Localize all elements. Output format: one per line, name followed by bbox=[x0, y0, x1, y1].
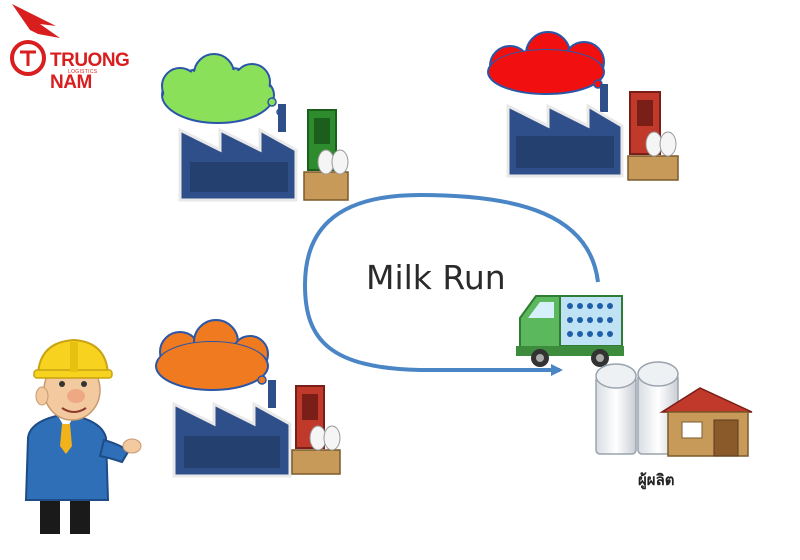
cloud-icon bbox=[155, 319, 269, 391]
brand-logo: TRUONG NAM LOGISTICS bbox=[8, 6, 158, 93]
diagram-title: Milk Run bbox=[366, 258, 506, 297]
worker-character-icon bbox=[24, 338, 142, 534]
brand-tagline: LOGISTICS bbox=[68, 69, 98, 75]
brand-name: TRUONG NAM bbox=[50, 50, 130, 93]
milk-truck-icon bbox=[516, 295, 624, 367]
milk-door-icon bbox=[303, 109, 349, 201]
house-icon bbox=[659, 387, 753, 457]
producer-plant bbox=[595, 361, 753, 457]
factory-icon bbox=[172, 380, 292, 478]
factory-icon bbox=[178, 104, 298, 202]
supplier-factory-green bbox=[161, 53, 349, 202]
supplier-factory-orange bbox=[155, 319, 341, 478]
cloud-icon bbox=[487, 31, 605, 95]
cloud-icon bbox=[161, 53, 284, 124]
milk-silo-icon bbox=[595, 361, 679, 455]
milk-run-route-arrow bbox=[302, 192, 600, 376]
producer-label: ผู้ผลิต bbox=[638, 471, 675, 489]
milk-door-icon bbox=[291, 385, 341, 475]
phoenix-logo-icon bbox=[10, 4, 60, 76]
factory-icon bbox=[506, 84, 624, 178]
supplier-factory-red bbox=[487, 31, 679, 181]
milk-door-icon bbox=[627, 91, 679, 181]
